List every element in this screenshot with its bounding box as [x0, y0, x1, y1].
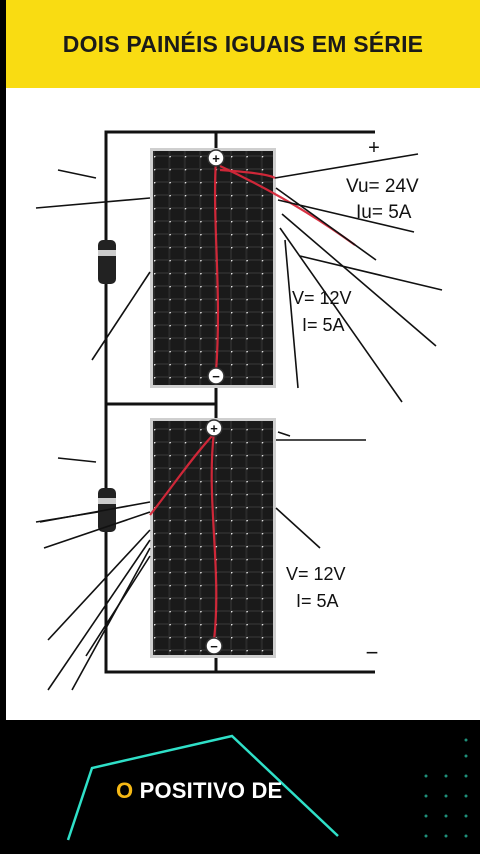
terminal-minus-icon [205, 637, 223, 655]
panel1-voltage-label: V= 12V [292, 288, 352, 308]
terminal-minus-label: − [210, 639, 218, 654]
subtitle-caption: O POSITIVO DE [116, 778, 282, 804]
diode-icon [98, 240, 116, 284]
terminal-minus-icon [207, 367, 225, 385]
page-title: DOIS PAINÉIS IGUAIS EM SÉRIE [62, 30, 424, 57]
terminal-plus-label: + [212, 151, 220, 166]
terminal-plus-label: + [210, 421, 218, 436]
total-voltage-label: Vu= 24V [346, 176, 419, 197]
caption-rest: POSITIVO DE [133, 778, 283, 803]
panel2-current-label: I= 5A [296, 591, 339, 611]
current-path [149, 159, 356, 641]
minus-sign: − [366, 640, 379, 665]
annotation-strokes [35, 153, 443, 691]
plus-sign: + [368, 137, 380, 159]
panel1-current-label: I= 5A [302, 315, 345, 335]
neon-frame-decoration [66, 734, 339, 841]
panel2-voltage-label: V= 12V [286, 564, 346, 584]
caption-first-word: O [116, 778, 134, 803]
title-banner: DOIS PAINÉIS IGUAIS EM SÉRIE [6, 0, 480, 88]
terminal-plus-icon [205, 419, 223, 437]
terminal-minus-label: − [212, 369, 220, 384]
total-current-label: Iu= 5A [356, 202, 412, 223]
solar-panel-1 [150, 148, 276, 388]
terminal-plus-icon [207, 149, 225, 167]
dot-grid-decoration [424, 738, 468, 838]
